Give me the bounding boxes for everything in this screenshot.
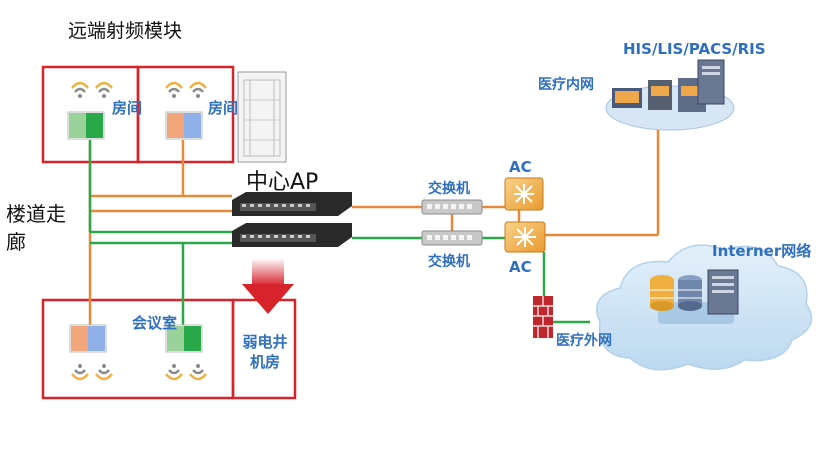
access-point-device-4	[165, 324, 203, 353]
switch-label-top: 交换机	[428, 181, 470, 197]
room-box-2	[136, 65, 235, 164]
internet-cloud	[596, 244, 813, 371]
switch-device-bottom	[421, 230, 483, 246]
his-system-label: HIS/LIS/PACS/RIS	[623, 40, 766, 58]
remote-rf-module-label: 远端射频模块	[68, 20, 183, 42]
switch-label-bottom: 交换机	[428, 254, 470, 270]
hospital-extranet-label: 医疗外网	[556, 333, 612, 349]
ac-device-bottom	[504, 221, 546, 253]
ac-label-top: AC	[509, 158, 532, 176]
central-ap-device-bottom	[232, 223, 352, 247]
green-links	[88, 140, 590, 325]
switch-device-top	[421, 199, 483, 215]
orange-links	[88, 128, 660, 325]
room-label-2: 房间	[208, 99, 239, 117]
intranet-platform	[605, 59, 735, 131]
room-label-1: 房间	[112, 99, 143, 117]
access-point-device-2	[165, 111, 203, 140]
central-ap-device-top	[232, 192, 352, 216]
ac-device-top	[504, 177, 544, 211]
firewall-icon	[533, 296, 553, 338]
internet-label: Interner网络	[712, 242, 812, 260]
central-ap-label: 中心AP	[246, 170, 319, 195]
ac-label-bottom: AC	[509, 258, 532, 276]
weak-current-room-label: 弱电井机房	[242, 333, 288, 371]
down-arrow-icon	[242, 258, 294, 314]
hospital-intranet-label: 医疗内网	[538, 77, 594, 93]
access-point-device-3	[69, 324, 107, 353]
access-point-device-1	[67, 111, 105, 140]
corridor-label: 楼道走廊	[6, 202, 66, 254]
building-icon	[237, 71, 287, 163]
meeting-room-label: 会议室	[132, 314, 178, 332]
wifi-signal-icons	[71, 81, 207, 381]
